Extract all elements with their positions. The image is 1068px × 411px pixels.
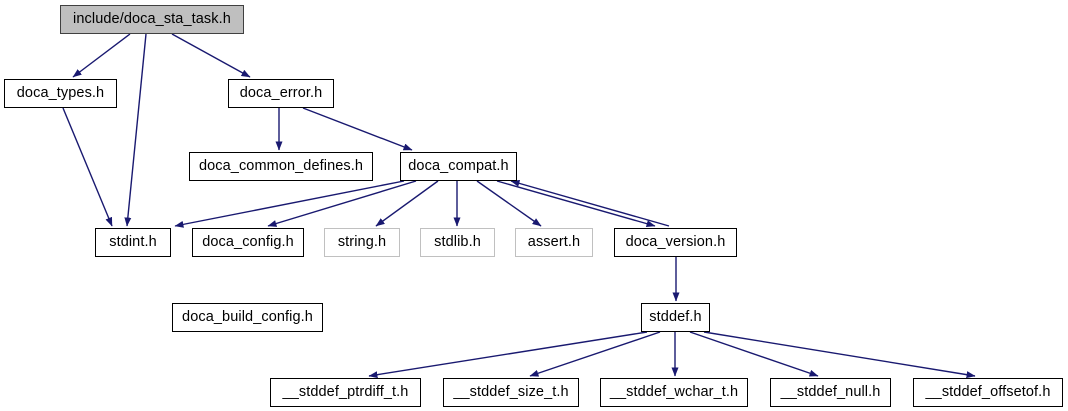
edge-doca_error-to-doca_compat — [302, 107, 413, 151]
node-assert[interactable]: assert.h — [515, 228, 593, 257]
edge-stddef-to-stddef_ptrdiff_t — [368, 331, 648, 379]
node-stdint[interactable]: stdint.h — [95, 228, 171, 257]
node-label: __stddef_ptrdiff_t.h — [282, 384, 409, 401]
edge-doca_compat-to-doca_version — [496, 180, 656, 228]
edge-doca_version-to-doca_compat — [510, 179, 670, 227]
dependency-edges — [62, 33, 976, 379]
node-label: include/doca_sta_task.h — [73, 11, 231, 28]
edge-doca_compat-to-doca_config — [267, 180, 417, 227]
node-stddef_ptrdiff_t[interactable]: __stddef_ptrdiff_t.h — [270, 378, 421, 407]
node-stddef_offsetof[interactable]: __stddef_offsetof.h — [913, 378, 1063, 407]
node-stddef[interactable]: stddef.h — [641, 303, 710, 332]
edge-doca_compat-to-stdint — [174, 180, 405, 228]
edge-stddef-to-stddef_size_t — [529, 331, 661, 377]
edge-doca_compat-to-string — [375, 180, 439, 227]
edge-doca_sta_task-to-doca_types — [72, 33, 131, 78]
node-label: assert.h — [527, 234, 581, 251]
edge-doca_compat-to-assert — [476, 180, 542, 227]
node-stddef_null[interactable]: __stddef_null.h — [770, 378, 891, 407]
node-label: doca_types.h — [16, 85, 105, 102]
node-label: stdlib.h — [434, 234, 481, 251]
node-label: doca_common_defines.h — [198, 158, 364, 175]
node-doca_error[interactable]: doca_error.h — [228, 79, 334, 108]
edge-doca_types-to-stdint — [62, 107, 113, 227]
node-doca_sta_task[interactable]: include/doca_sta_task.h — [60, 5, 244, 34]
node-label: doca_config.h — [202, 234, 294, 251]
node-stddef_wchar_t[interactable]: __stddef_wchar_t.h — [600, 378, 748, 407]
node-label: doca_compat.h — [408, 158, 509, 175]
node-string[interactable]: string.h — [324, 228, 400, 257]
node-stdlib[interactable]: stdlib.h — [420, 228, 495, 257]
node-label: __stddef_size_t.h — [453, 384, 569, 401]
node-label: __stddef_wchar_t.h — [609, 384, 739, 401]
node-label: __stddef_null.h — [780, 384, 881, 401]
node-doca_compat[interactable]: doca_compat.h — [400, 152, 517, 181]
node-label: doca_error.h — [239, 85, 323, 102]
node-stddef_size_t[interactable]: __stddef_size_t.h — [443, 378, 579, 407]
edge-doca_sta_task-to-stdint — [124, 33, 147, 227]
node-doca_version[interactable]: doca_version.h — [614, 228, 737, 257]
node-label: doca_build_config.h — [182, 309, 313, 326]
node-label: stddef.h — [649, 309, 702, 326]
node-doca_build_config[interactable]: doca_build_config.h — [172, 303, 323, 332]
node-doca_types[interactable]: doca_types.h — [4, 79, 117, 108]
node-doca_config[interactable]: doca_config.h — [192, 228, 304, 257]
node-doca_common_defines[interactable]: doca_common_defines.h — [189, 152, 373, 181]
edge-stddef-to-stddef_null — [689, 331, 819, 377]
node-label: string.h — [337, 234, 387, 251]
node-label: stdint.h — [109, 234, 157, 251]
node-label: doca_version.h — [625, 234, 726, 251]
edge-stddef-to-stddef_offsetof — [703, 331, 976, 379]
edge-doca_sta_task-to-doca_error — [171, 33, 251, 78]
node-label: __stddef_offsetof.h — [925, 384, 1051, 401]
